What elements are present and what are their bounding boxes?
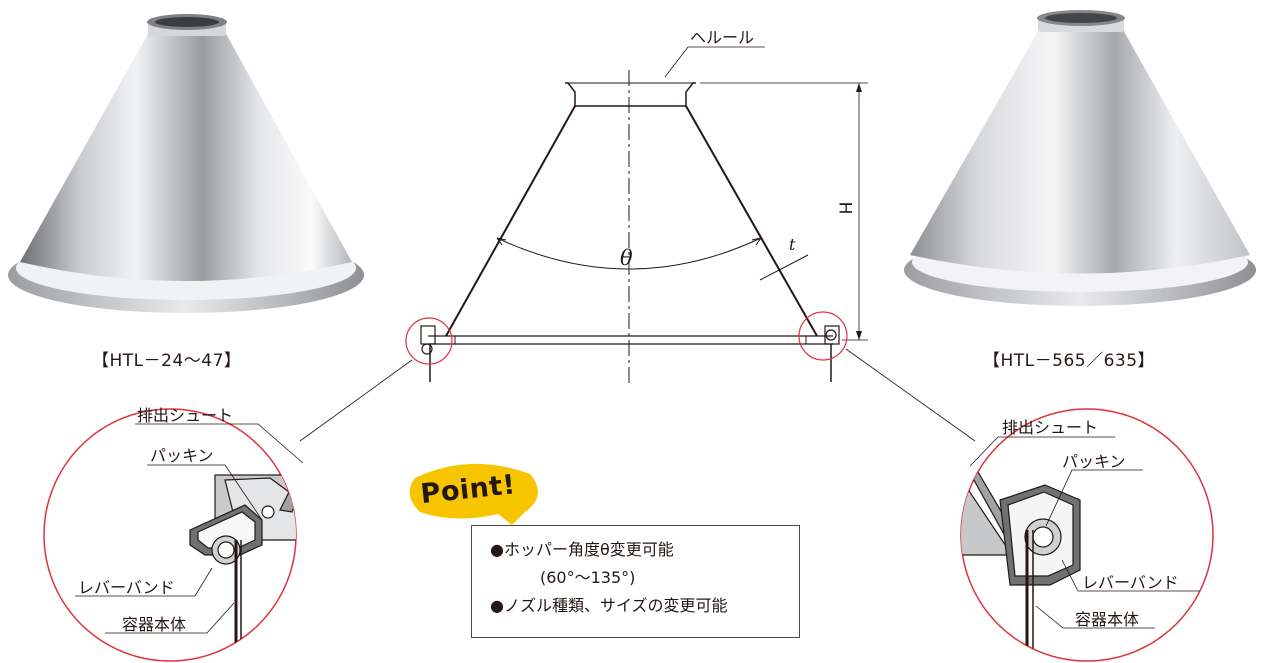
left-lever-band-label: レバーバンド bbox=[78, 578, 175, 597]
ferrule-label: ヘルール bbox=[690, 28, 755, 47]
height-h-label: H bbox=[834, 201, 855, 215]
right-detail-marker bbox=[798, 311, 848, 361]
thickness-t-label: t bbox=[789, 235, 796, 254]
point-info-box: ●ホッパー角度θ変更可能 (60°～135°) ●ノズル種類、サイズの変更可能 bbox=[471, 525, 800, 638]
left-detail-marker bbox=[405, 317, 453, 365]
right-chute-label: 排出シュート bbox=[1002, 418, 1099, 437]
left-model-caption: 【HTL－24～47】 bbox=[92, 351, 242, 371]
point-line-angle-range: (60°～135°) bbox=[540, 568, 636, 587]
point-badge-text: Point! bbox=[419, 469, 517, 511]
left-hopper-photo bbox=[8, 14, 364, 313]
right-lever-band-label: レバーバンド bbox=[1082, 573, 1179, 592]
left-chute-label: 排出シュート bbox=[137, 406, 234, 425]
right-container-label: 容器本体 bbox=[1075, 610, 1140, 629]
left-packing-label: パッキン bbox=[150, 446, 214, 465]
point-line-nozzle: ●ノズル種類、サイズの変更可能 bbox=[490, 596, 728, 615]
angle-theta-label: θ bbox=[620, 246, 633, 270]
right-hopper-photo bbox=[904, 10, 1256, 306]
point-badge-shape bbox=[409, 463, 538, 525]
point-line-angle: ●ホッパー角度θ変更可能 bbox=[490, 540, 674, 559]
right-packing-label: パッキン bbox=[1062, 452, 1126, 471]
hopper-cross-section-drawing bbox=[420, 46, 868, 385]
right-model-caption: 【HTL－565／635】 bbox=[983, 351, 1156, 371]
point-badge: Point! bbox=[402, 455, 538, 532]
left-container-label: 容器本体 bbox=[122, 615, 187, 634]
right-seal-detail bbox=[960, 408, 1214, 662]
